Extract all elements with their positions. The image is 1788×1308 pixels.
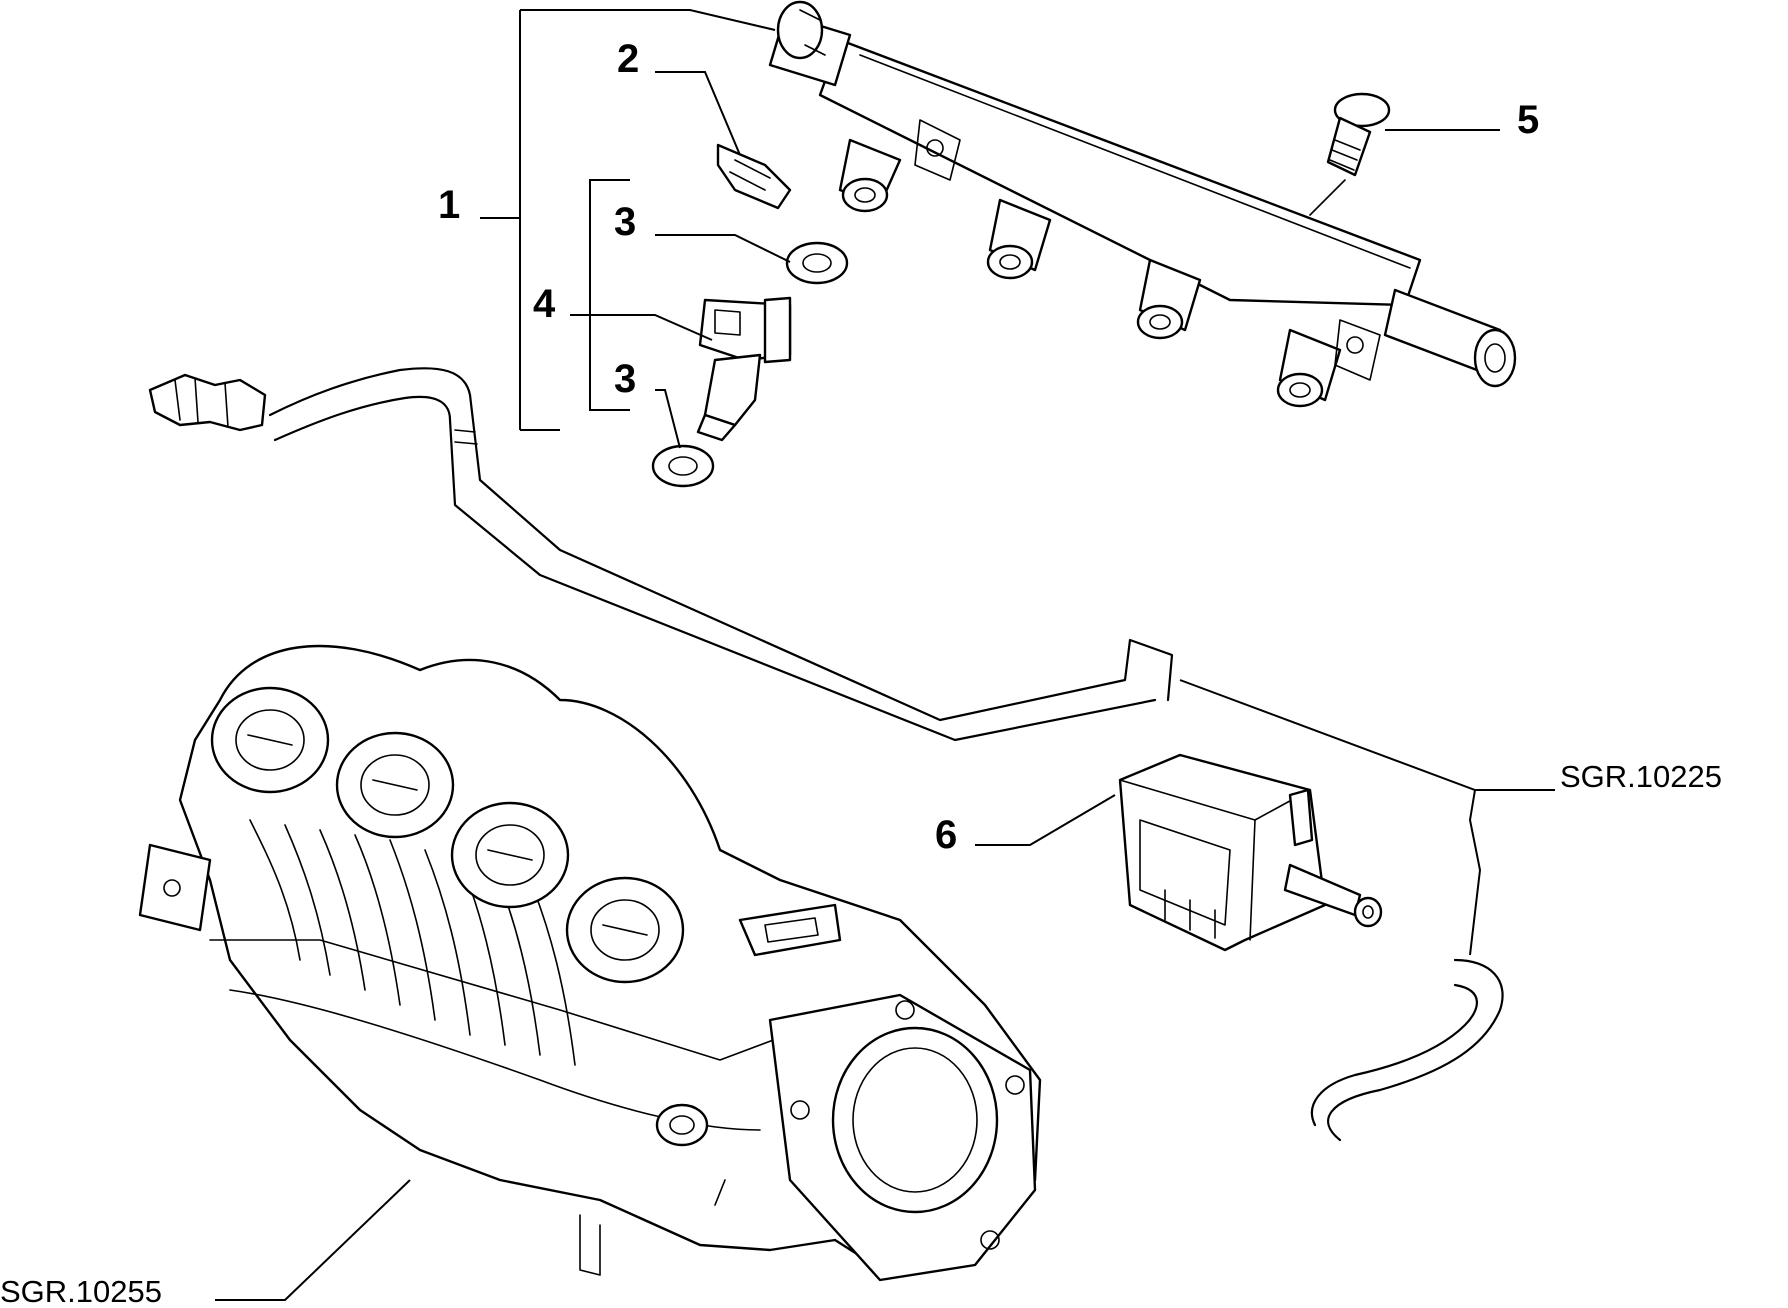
intake-manifold [138, 644, 1042, 1282]
vacuum-hose-lower [1310, 958, 1504, 1142]
callout-2: 2 [617, 37, 639, 81]
callout-labels: 1 2 3 4 3 5 6 SGR.10225 SGR.10255 [0, 37, 1722, 1308]
intake-port [450, 801, 570, 909]
callout-5: 5 [1517, 98, 1539, 142]
intake-port [335, 731, 455, 839]
callout-3-upper: 3 [614, 200, 636, 244]
vacuum-hose [148, 367, 1174, 742]
intake-port [565, 876, 685, 984]
callout-3-lower: 3 [614, 357, 636, 401]
bolt [1326, 92, 1391, 177]
injector-cup [838, 138, 902, 213]
callout-4: 4 [533, 282, 556, 326]
callout-1: 1 [438, 183, 460, 227]
injector-cup [1276, 328, 1342, 408]
fuel-injector [696, 296, 792, 442]
reference-manifold: SGR.10255 [0, 1274, 162, 1308]
solenoid-valve [1118, 753, 1383, 952]
reference-hose: SGR.10225 [1560, 759, 1722, 794]
seal-ring-lower [651, 444, 715, 488]
fuel-rail [768, 0, 1517, 408]
callout-leaders [215, 9, 1555, 1301]
callout-6: 6 [935, 813, 957, 857]
intake-port [210, 686, 330, 794]
clip-part [716, 143, 792, 210]
seal-ring-upper [785, 241, 849, 285]
injector-cup [1136, 258, 1202, 340]
injector-cup [986, 198, 1052, 280]
